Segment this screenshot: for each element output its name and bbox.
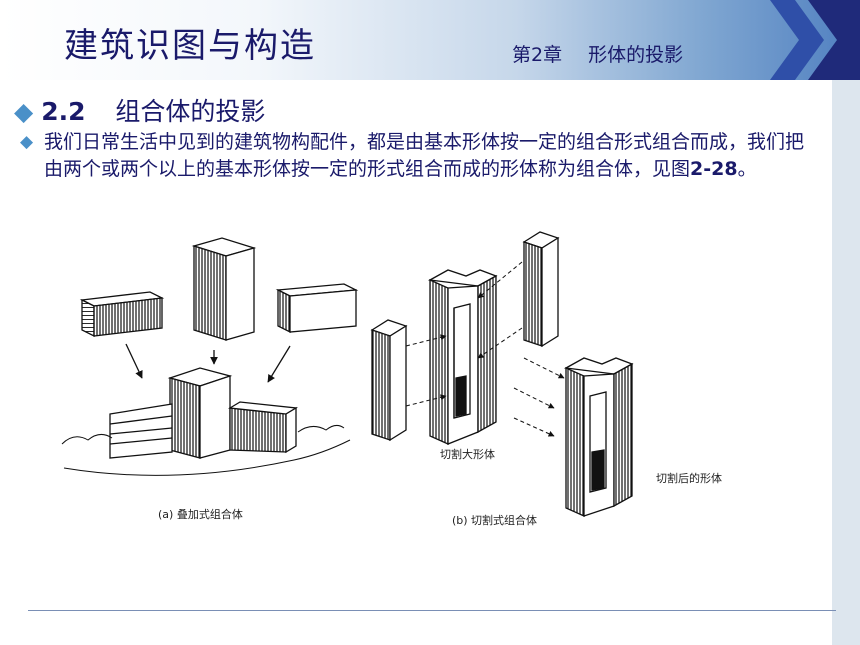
section-number: 2.2 <box>41 97 86 126</box>
combination-body-illustration: (a) 叠加式组合体 <box>61 231 722 527</box>
diamond-bullet-icon: ◆ <box>20 132 34 152</box>
label-after-cut: 切割后的形体 <box>656 471 722 485</box>
figure-2-28: (a) 叠加式组合体 <box>54 218 768 540</box>
paragraph-end: 。 <box>737 158 757 180</box>
chevron-icon <box>770 0 860 80</box>
body-paragraph: ◆ 我们日常生活中见到的建筑物构配件，都是由基本形体按一定的组合形式组合而成，我… <box>20 129 820 183</box>
caption-a: (a) 叠加式组合体 <box>158 507 243 521</box>
side-decoration-bar <box>832 80 860 645</box>
footer-divider <box>28 610 836 611</box>
section-title: 组合体的投影 <box>115 97 266 126</box>
chapter-name: 形体的投影 <box>588 44 684 66</box>
diamond-bullet-icon: ◆ <box>14 97 34 126</box>
caption-b: (b) 切割式组合体 <box>452 513 537 527</box>
chapter-heading: 第2章 形体的投影 <box>512 40 683 67</box>
label-cut-big-body: 切割大形体 <box>440 447 495 461</box>
chapter-label: 第2章 <box>512 44 563 66</box>
figure-ref: 2-28 <box>690 158 738 180</box>
cutting-assembly <box>370 231 634 518</box>
paragraph-text: 我们日常生活中见到的建筑物构配件，都是由基本形体按一定的组合形式组合而成，我们把… <box>44 131 805 180</box>
additive-assembly <box>61 237 359 476</box>
course-title: 建筑识图与构造 <box>64 26 316 66</box>
section-heading: ◆ 2.2 组合体的投影 <box>14 92 265 128</box>
header-banner: 建筑识图与构造 第2章 形体的投影 <box>0 0 860 80</box>
